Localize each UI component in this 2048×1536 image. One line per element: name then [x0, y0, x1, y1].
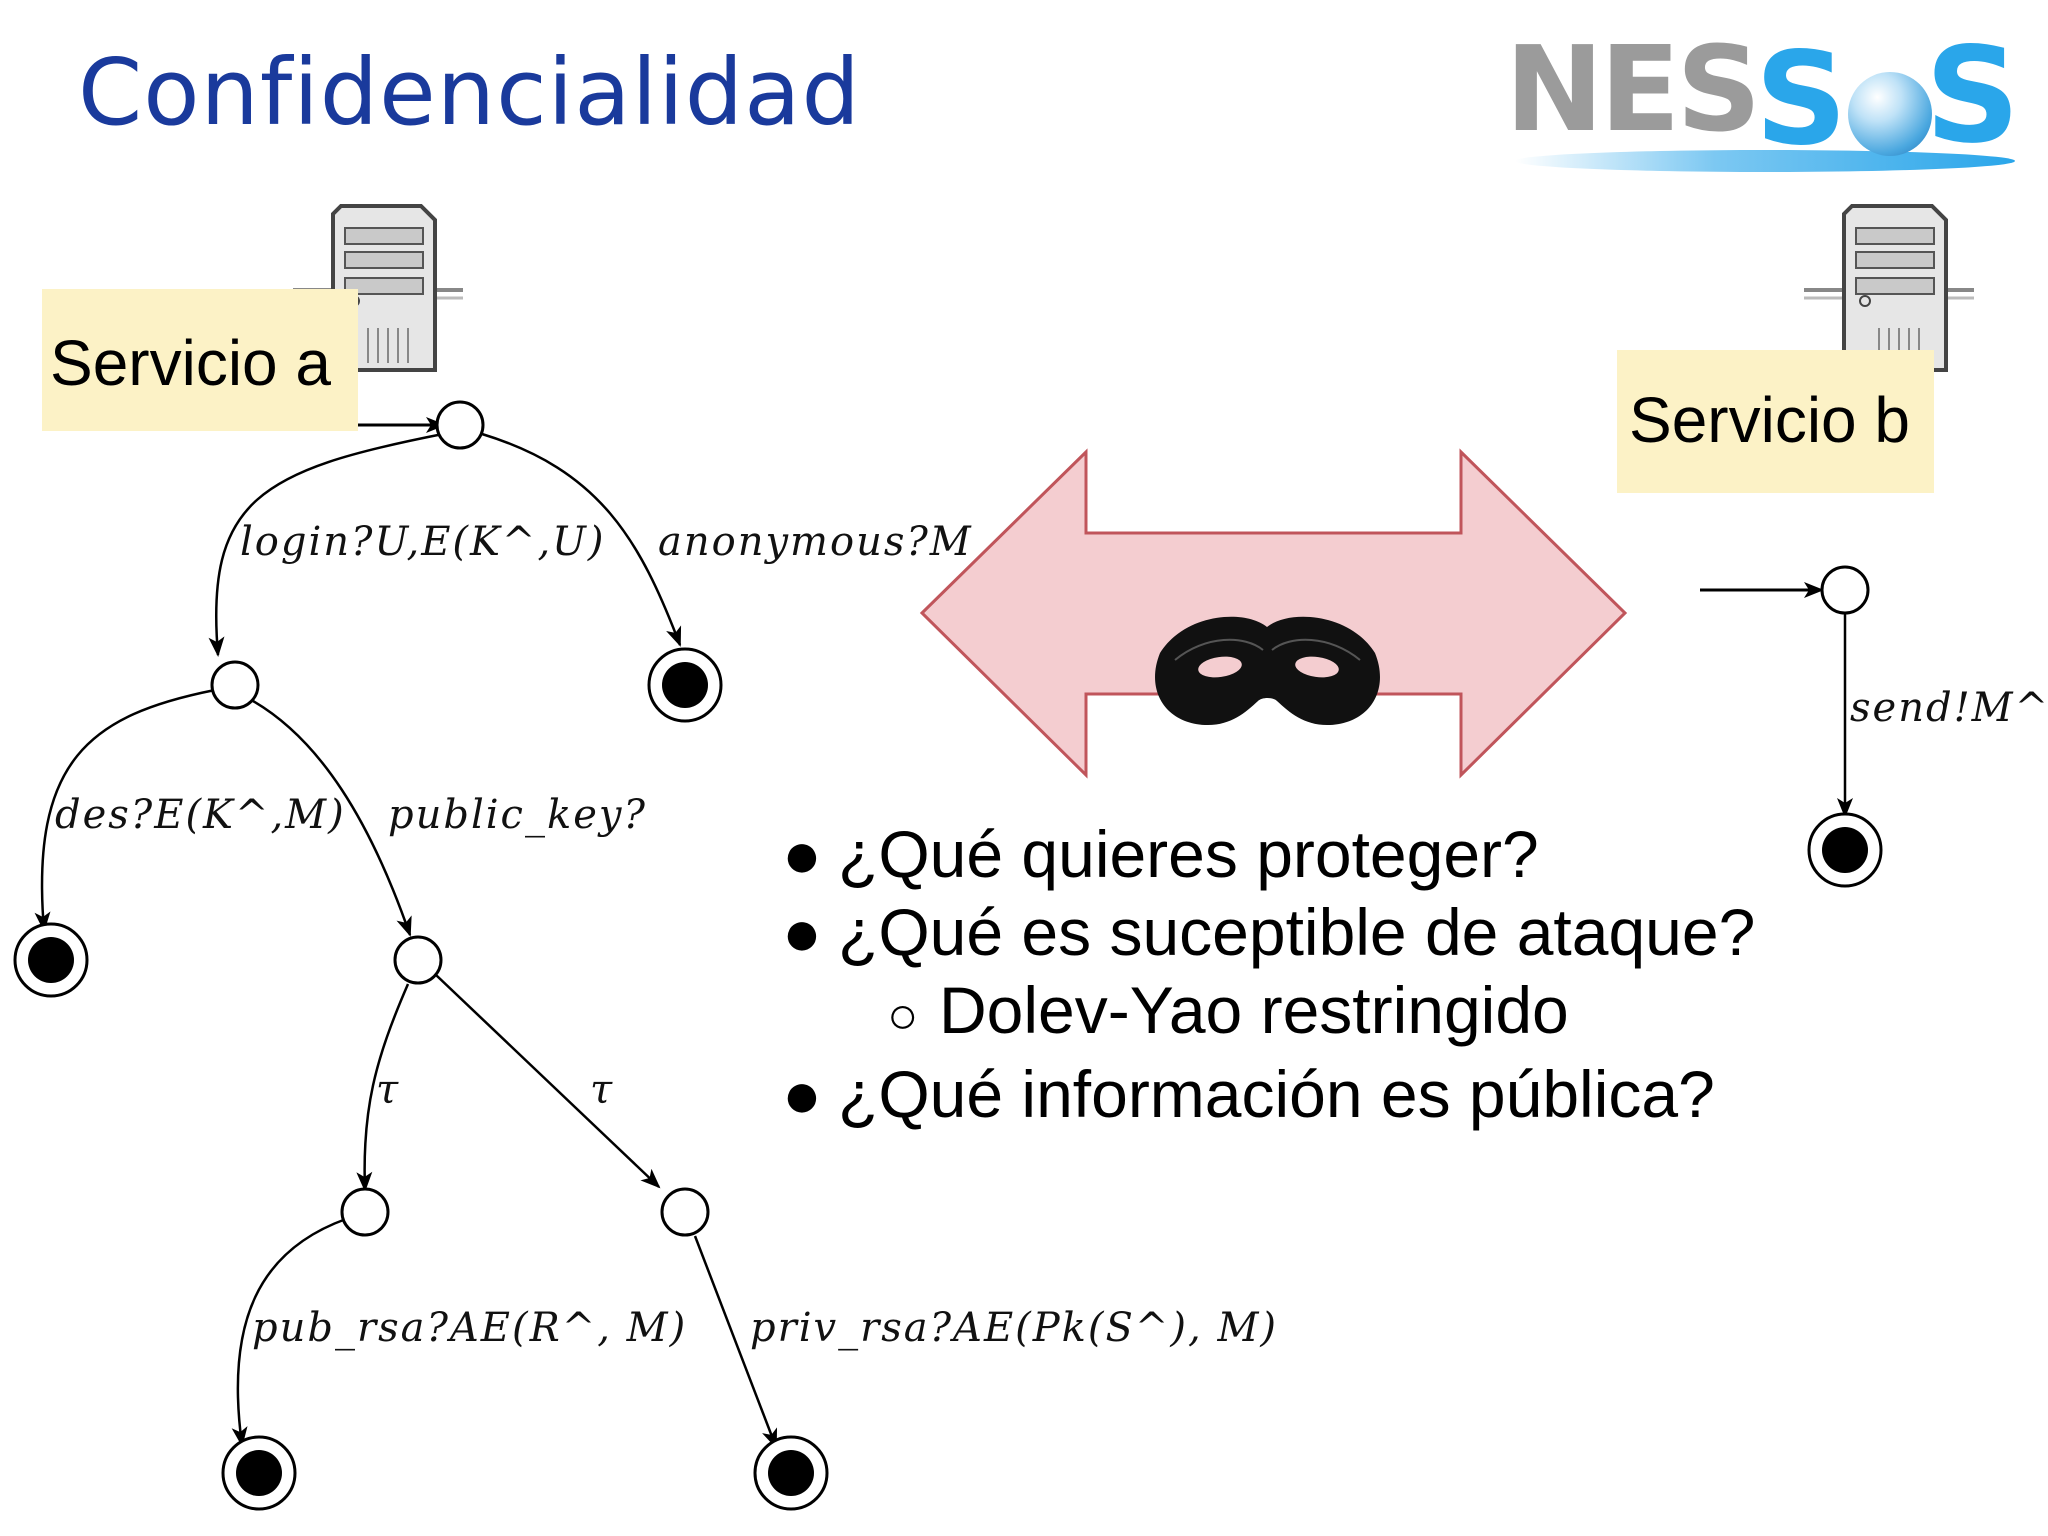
edge-label-pub-rsa: pub_rsa?AE(R^, M) — [252, 1305, 688, 1351]
state-a3 — [340, 1187, 390, 1237]
bullet-text: ¿Qué es suceptible de ataque? — [838, 895, 1756, 969]
edge-public-key — [252, 699, 412, 937]
bullet-text: ¿Qué información es pública? — [838, 1057, 1715, 1131]
edge-label-tau-right: τ — [590, 1067, 615, 1113]
edge-label-send: send!M^ — [1850, 685, 2048, 731]
bullet-marker: ● — [782, 817, 822, 891]
state-a1 — [210, 660, 260, 710]
edge-label-priv-rsa: priv_rsa?AE(Pk(S^), M) — [750, 1305, 1279, 1351]
edge-login — [208, 432, 444, 657]
bullet-list: ●¿Qué quieres proteger? ●¿Qué es sucepti… — [782, 815, 1755, 1133]
bullet-marker: ● — [782, 1057, 822, 1131]
slide-title: Confidencialidad — [78, 39, 861, 146]
nessos-logo: NES S S — [1505, 22, 2025, 182]
final-state — [647, 647, 723, 723]
edge-des — [34, 688, 216, 932]
attacker-mask-icon — [1155, 616, 1380, 726]
state-a2 — [393, 935, 443, 985]
globe-icon — [1848, 72, 1932, 156]
state-initial-b — [1820, 565, 1870, 615]
bullet-item: ●¿Qué quieres proteger? — [782, 815, 1755, 893]
sub-bullet-item: ○ Dolev-Yao restringido — [782, 971, 1755, 1055]
edge-tau-left — [356, 983, 410, 1192]
bullet-text: Dolev-Yao restringido — [939, 973, 1569, 1047]
logo-letter-s: S — [1755, 25, 1848, 174]
state-initial-a — [435, 400, 485, 450]
server-icon — [293, 204, 463, 372]
final-state — [1807, 812, 1883, 888]
final-state — [753, 1435, 829, 1511]
edge-label-public-key: public_key? — [388, 792, 647, 838]
final-state — [13, 922, 89, 998]
bullet-marker: ● — [782, 895, 822, 969]
edge-anonymous — [481, 432, 682, 647]
edge-label-tau-left: τ — [376, 1067, 401, 1113]
state-a4 — [660, 1187, 710, 1237]
bullet-marker: ○ — [887, 987, 919, 1045]
bullet-item: ●¿Qué es suceptible de ataque? — [782, 893, 1755, 971]
bullet-item: ●¿Qué información es pública? — [782, 1055, 1755, 1133]
edge-label-login: login?U,E(K^,U) — [240, 519, 606, 565]
edge-label-des: des?E(K^,M) — [55, 792, 346, 838]
logo-prefix: NES — [1505, 20, 1761, 158]
bullet-text: ¿Qué quieres proteger? — [838, 817, 1539, 891]
service-b-label: Servicio b — [1617, 350, 1934, 493]
edge-priv-rsa — [693, 1235, 778, 1449]
edge-tau-right — [435, 974, 661, 1189]
edge-pub-rsa — [231, 1217, 347, 1447]
edge-label-anonymous: anonymous?M — [658, 519, 973, 565]
double-headed-arrow — [919, 448, 1628, 779]
logo-letter-s: S — [1925, 19, 2021, 173]
server-icon — [1804, 204, 1974, 372]
final-state — [221, 1435, 297, 1511]
service-a-label: Servicio a — [42, 289, 358, 431]
